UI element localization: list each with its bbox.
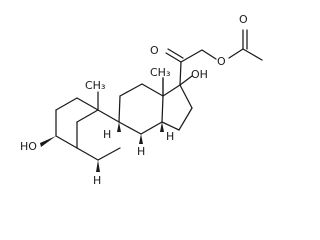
bond-c9-c8 [118, 121, 142, 135]
label-c17-oh: OH [191, 68, 208, 81]
ring-d [161, 75, 193, 131]
label-c18-methyl: CH₃ [150, 66, 170, 79]
bond-c20-o-double-a [165, 52, 182, 63]
bond-c17-c20 [179, 61, 182, 86]
bond-c12-c11 [119, 83, 143, 97]
chemical-structure-diagram: O O O OH HO CH₃ CH₃ H H H H [20, 13, 263, 187]
bond-c10-c1 [76, 97, 99, 111]
bond-c11-c9 [118, 95, 121, 123]
bond-c13-c17 [162, 84, 181, 97]
bond-c10-c5 [76, 109, 99, 123]
label-h5: H [93, 174, 101, 187]
label-ester-o: O [217, 55, 226, 68]
side-chain [165, 29, 263, 86]
bond-c1-c2 [55, 97, 78, 111]
label-h8: H [137, 145, 145, 158]
label-c3-ho: HO [20, 140, 37, 153]
atom-labels: O O O OH HO CH₃ CH₃ H H H H [20, 13, 248, 187]
bond-c14-c13 [161, 95, 164, 123]
label-h9: H [103, 128, 111, 141]
label-h14: H [166, 130, 174, 143]
bond-c17-c16 [179, 84, 193, 109]
bond-c20-o-double-b [167, 48, 184, 59]
wedge-c14-h [160, 122, 164, 132]
bond-acyl-methyl [242, 48, 263, 61]
ring-c [118, 77, 164, 135]
label-acetyl-o: O [239, 13, 248, 26]
stereo-bonds [40, 122, 164, 172]
ring-a [55, 91, 99, 149]
wedge-c3-ho [40, 136, 56, 147]
bond-c17-oh [179, 75, 193, 86]
bond-c16-c15 [178, 107, 193, 131]
bond-c9-c10 [97, 109, 120, 123]
ring-b [76, 109, 121, 161]
bond-o-acyl [228, 48, 244, 59]
bond-c6-c7 [76, 147, 99, 161]
bond-c8-c14 [140, 121, 163, 135]
wedge-c5-h [96, 160, 100, 172]
bond-c3-c4 [55, 135, 78, 149]
bond-c7-c8b [97, 147, 121, 161]
wedge-c8-h [139, 134, 143, 144]
bond-c13-c12 [141, 83, 164, 97]
label-c19-methyl: CH₃ [85, 79, 105, 92]
bond-c15-c14 [161, 121, 180, 131]
bond-c20-c21 [180, 49, 203, 63]
wedge-c9-h [117, 122, 121, 132]
bond-c21-o [201, 49, 217, 60]
label-ketone-o: O [150, 44, 159, 57]
